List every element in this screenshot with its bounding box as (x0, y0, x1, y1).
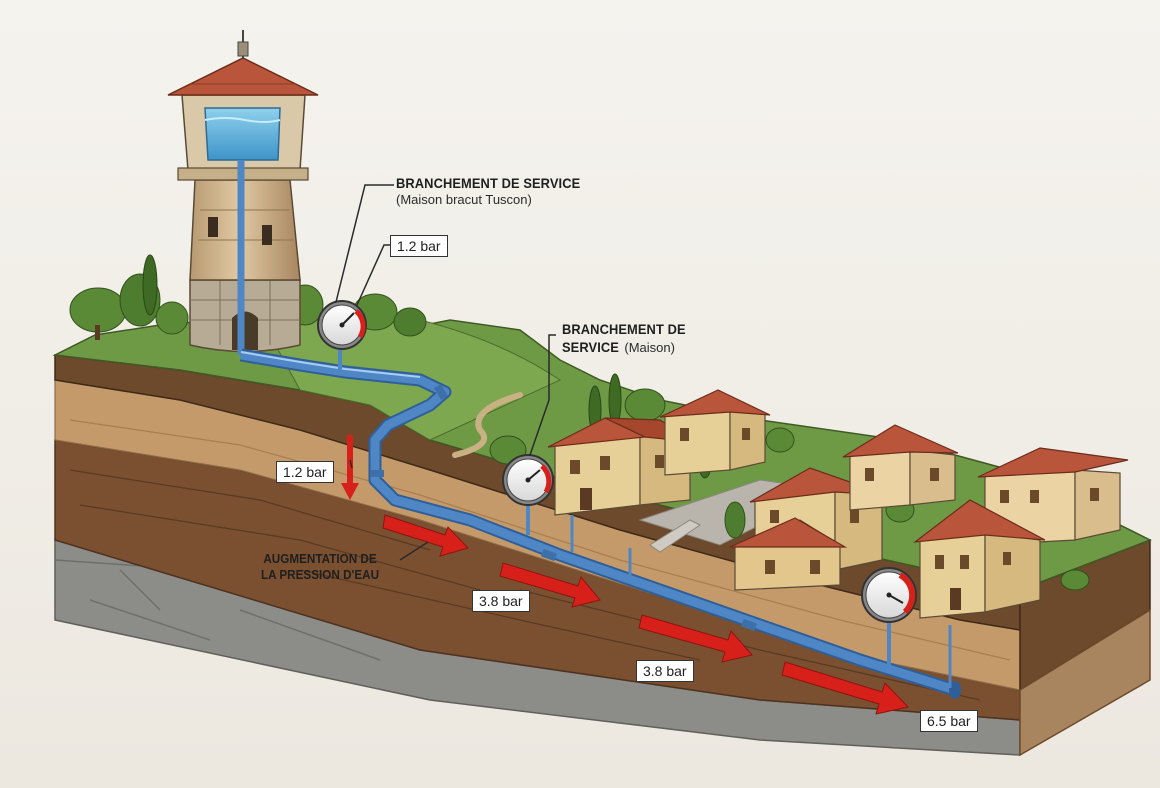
tree (724, 501, 746, 539)
flow-arrow (382, 514, 469, 557)
pressure-gauge-end (861, 567, 917, 623)
callout-top-subtitle: (Maison bracut Tuscon) (396, 192, 532, 207)
main-water-pipe (239, 348, 961, 699)
pressure-gauge-house (502, 454, 554, 506)
pressure-flow-arrows (341, 435, 909, 715)
tree (155, 301, 189, 335)
water-tower (167, 30, 319, 355)
pressure-label-mid-b: 3.8 bar (636, 660, 694, 682)
house (729, 467, 888, 591)
tree (393, 307, 427, 337)
flow-arrow (499, 562, 601, 608)
callout-mid-title-line2: SERVICE (562, 339, 619, 355)
callout-mid-suffix: (Maison) (624, 340, 675, 355)
tree (1060, 569, 1090, 591)
pressure-increase-label: AUGMENTATION DE LA PRESSION D'EAU (257, 551, 383, 583)
tree (765, 427, 795, 453)
pressure-label-mid-a: 3.8 bar (472, 590, 530, 612)
pressure-increase-line1: AUGMENTATION DE (263, 551, 377, 566)
pressure-increase-line2: LA PRESSION D'EAU (260, 567, 380, 582)
callout-mid-line2: SERVICE (Maison) (562, 339, 675, 357)
flow-arrow (781, 661, 909, 715)
house (912, 499, 1046, 619)
house (977, 447, 1129, 546)
pressure-gauge-tower (317, 300, 367, 350)
callout-mid-title-line1: BRANCHEMENT DE (562, 321, 686, 337)
flow-arrow (638, 614, 753, 663)
house (659, 389, 771, 476)
leader-lines (335, 184, 556, 561)
cypress-tree (142, 254, 158, 316)
callout-top-title: BRANCHEMENT DE SERVICE (396, 175, 581, 191)
tree (624, 388, 666, 422)
pressure-label-underground-top: 1.2 bar (276, 461, 334, 483)
pressure-label-gauge-top: 1.2 bar (390, 235, 448, 257)
pressure-label-end: 6.5 bar (920, 710, 978, 732)
houses (547, 389, 1129, 619)
house (842, 424, 959, 511)
